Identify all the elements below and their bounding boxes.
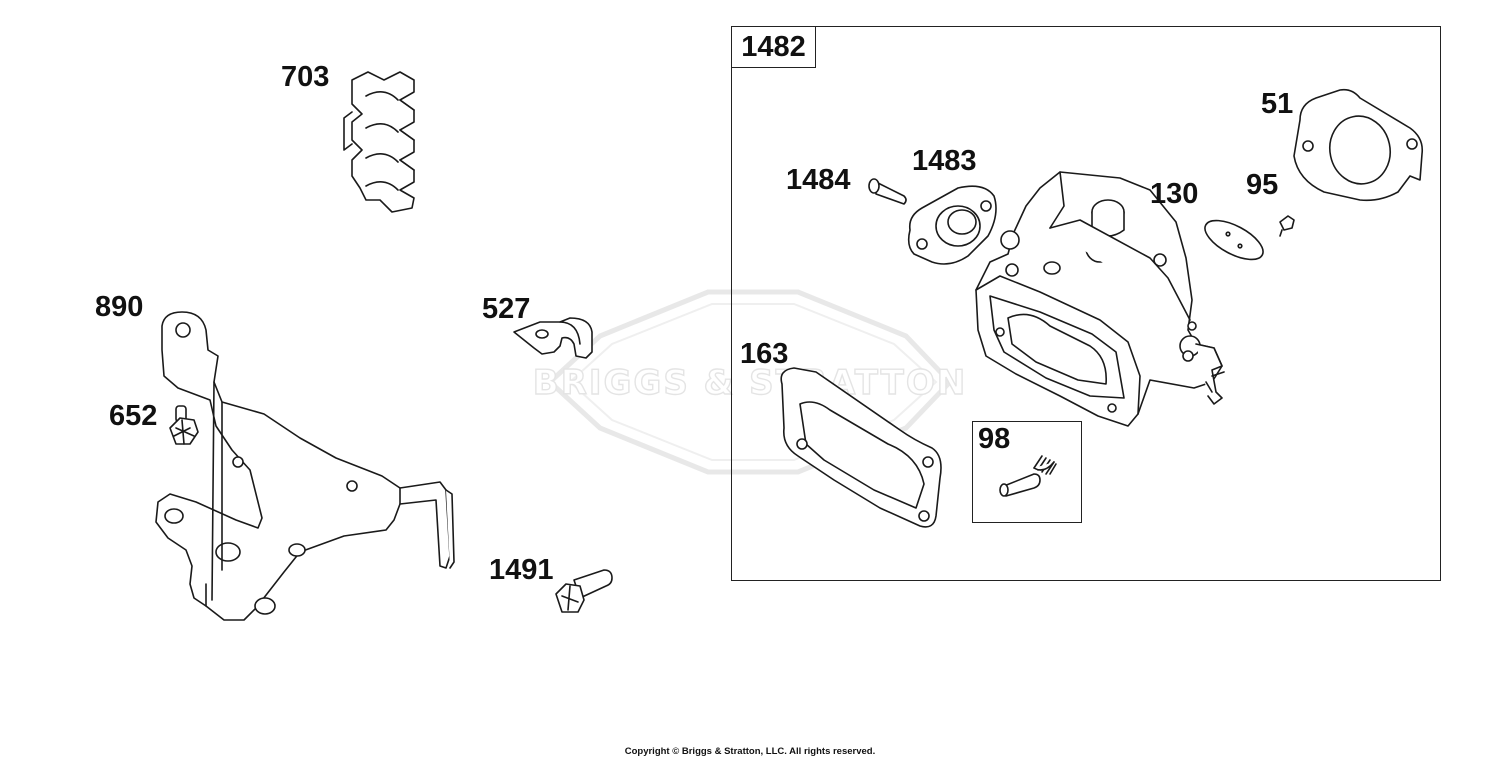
brand-watermark: BRIGGS & STRATTON <box>532 289 967 475</box>
part-130-throttle-plate <box>1204 219 1264 261</box>
part-703-line-clip <box>343 71 415 213</box>
copyright-notice: Copyright © Briggs & Stratton, LLC. All … <box>624 746 876 757</box>
callout-163[interactable]: 163 <box>740 338 789 370</box>
part-652-nut <box>169 405 199 445</box>
part-1484-screw <box>868 178 907 205</box>
assembly-1482-label[interactable]: 1482 <box>731 26 816 68</box>
assembly-1482-frame <box>731 26 1441 581</box>
callout-652[interactable]: 652 <box>109 400 158 432</box>
callout-51[interactable]: 51 <box>1261 88 1294 120</box>
part-890-bracket <box>155 311 455 621</box>
part-98-idle-screw-spring <box>999 455 1057 497</box>
part-1483-adapter <box>907 185 997 265</box>
part-163-gasket <box>780 367 942 528</box>
watermark-text: BRIGGS & STRATTON <box>533 363 967 403</box>
subkit-98-frame <box>972 421 1082 523</box>
part-527-clamp <box>513 317 593 359</box>
callout-95[interactable]: 95 <box>1246 169 1279 201</box>
part-51-gasket <box>1293 88 1424 202</box>
part-95-screw <box>1279 215 1295 237</box>
callout-130[interactable]: 130 <box>1150 178 1199 210</box>
callout-703[interactable]: 703 <box>281 61 330 93</box>
callout-1484[interactable]: 1484 <box>786 164 851 196</box>
callout-527[interactable]: 527 <box>482 293 531 325</box>
callout-1483[interactable]: 1483 <box>912 145 977 177</box>
part-1482-throttle-body <box>975 171 1225 427</box>
callout-890[interactable]: 890 <box>95 291 144 323</box>
part-1491-bolt <box>555 569 613 613</box>
callout-1491[interactable]: 1491 <box>489 554 554 586</box>
callout-98[interactable]: 98 <box>978 423 1011 455</box>
